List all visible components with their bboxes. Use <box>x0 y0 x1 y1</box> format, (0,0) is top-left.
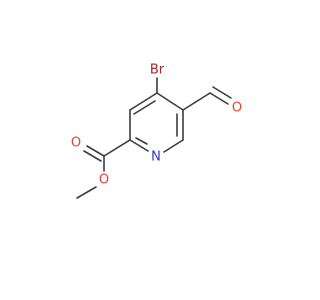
bonds <box>76 77 232 199</box>
bond-cester-o-carbonyl <box>86 145 105 157</box>
aldehyde-oxygen-atom-label: O <box>232 101 242 116</box>
molecule-canvas: Br N O O O <box>70 62 243 199</box>
bond-c4-c3-inner <box>133 100 156 115</box>
nitrogen-atom-label: N <box>151 150 161 165</box>
ester-oxygen-atom-label: O <box>99 173 109 188</box>
bond-c2-cester <box>103 139 131 157</box>
bromine-atom-label: Br <box>150 63 165 78</box>
carbonyl-oxygen-atom-label: O <box>71 136 81 151</box>
bond-c2-n-inner <box>135 137 148 145</box>
bond-cho-o-double <box>212 86 232 99</box>
bond-c2-n <box>129 139 149 152</box>
bond-cester-o-carbonyl-double <box>83 150 102 162</box>
bond-cho-o <box>209 92 229 105</box>
bond-c4-c3 <box>129 92 158 111</box>
bond-o-methyl <box>76 186 97 199</box>
molecule-structure: Br N O O O <box>71 63 242 199</box>
bond-c5-c4 <box>156 92 184 111</box>
bond-n-c6 <box>163 139 184 153</box>
bond-c5-cho <box>182 92 211 111</box>
